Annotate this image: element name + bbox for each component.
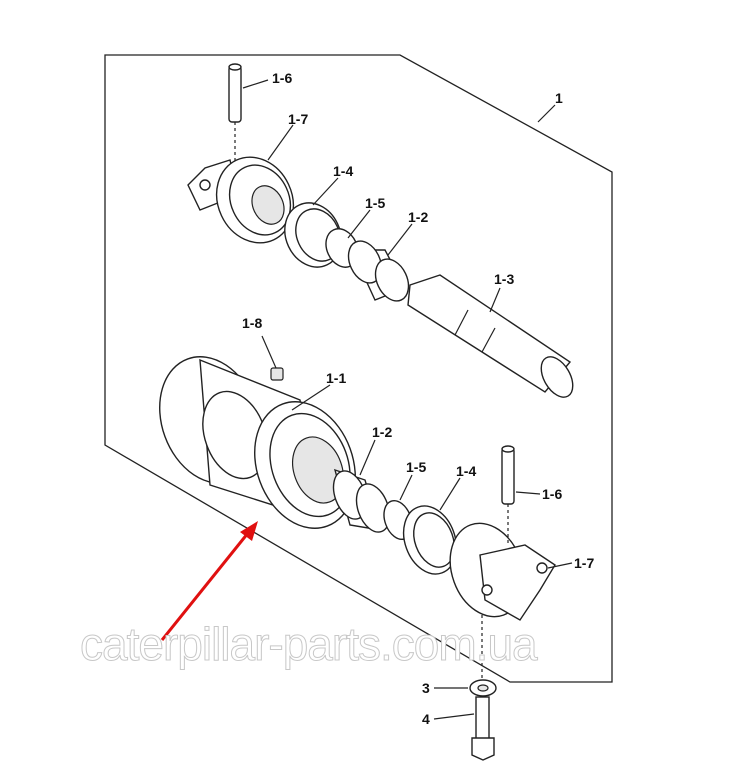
bushing-top[interactable] [342, 236, 415, 307]
label-assembly: 1 [555, 90, 563, 106]
label-pin-bottom: 1-6 [542, 486, 562, 502]
bolt[interactable] [471, 696, 495, 761]
washer[interactable] [469, 679, 497, 697]
collar-top[interactable] [187, 144, 307, 255]
label-bolt: 4 [422, 711, 430, 727]
label-bushing-bottom: 1-2 [372, 424, 392, 440]
seal-bottom[interactable] [395, 499, 466, 582]
leader-lines [242, 79, 573, 720]
label-washer: 3 [422, 680, 430, 696]
label-roller: 1-1 [326, 370, 346, 386]
pin-bottom[interactable] [501, 445, 515, 505]
label-o-ring-bottom: 1-5 [406, 459, 426, 475]
label-seal-bottom: 1-4 [456, 463, 476, 479]
label-shaft: 1-3 [494, 271, 514, 287]
collar-bottom[interactable] [438, 513, 556, 627]
label-pin-top: 1-6 [272, 70, 292, 86]
label-o-ring-top: 1-5 [365, 195, 385, 211]
shaft[interactable] [407, 274, 579, 403]
watermark: caterpillar-parts.com.ua [80, 618, 538, 670]
assembly-frame [104, 54, 613, 683]
label-plug: 1-8 [242, 315, 262, 331]
highlight-arrow [160, 521, 258, 641]
label-seal-top: 1-4 [333, 163, 353, 179]
pin-top[interactable] [228, 63, 242, 123]
label-bushing-top: 1-2 [408, 209, 428, 225]
label-collar-bottom: 1-7 [574, 555, 594, 571]
bushing-bottom[interactable] [327, 466, 395, 536]
roller[interactable] [143, 343, 373, 543]
plug[interactable] [270, 367, 284, 381]
label-collar-top: 1-7 [288, 111, 308, 127]
